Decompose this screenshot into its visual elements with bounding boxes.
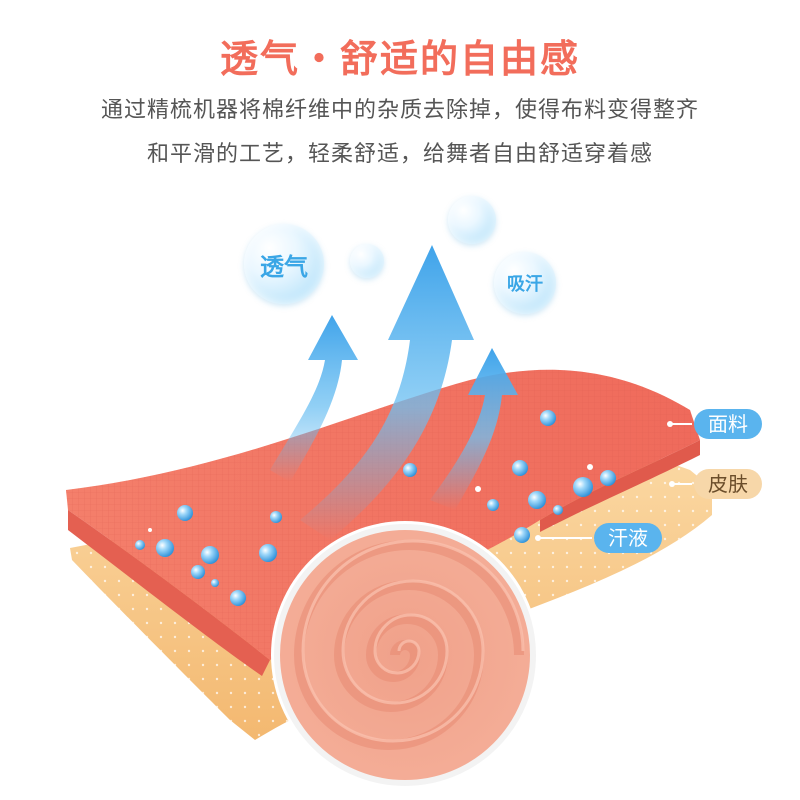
- bubble-breathable-label: 透气: [260, 252, 308, 281]
- bubble-small-2: [448, 196, 496, 244]
- sweat-droplets: [135, 410, 616, 606]
- page-title: 透气・舒适的自由感: [219, 37, 580, 81]
- label-fabric: 面料: [694, 409, 762, 439]
- airflow-arrows: [270, 245, 518, 540]
- label-pointers: [535, 421, 692, 541]
- bubble-breathable: 透气: [244, 224, 324, 304]
- bubble-small-1: [350, 244, 384, 278]
- fabric-swatch: [271, 521, 539, 789]
- bubble-absorb-sweat-label: 吸汗: [507, 274, 543, 295]
- label-sweat: 汗液: [594, 523, 662, 553]
- description-line-1: 通过精梳机器将棉纤维中的杂质去除掉，使得布料变得整齐: [100, 98, 699, 123]
- bubble-absorb-sweat: 吸汗: [494, 252, 556, 314]
- fabric-layer: [66, 369, 700, 676]
- label-skin: 皮肤: [694, 469, 762, 499]
- description-line-2: 和平滑的工艺，轻柔舒适，给舞者自由舒适穿着感: [146, 142, 653, 167]
